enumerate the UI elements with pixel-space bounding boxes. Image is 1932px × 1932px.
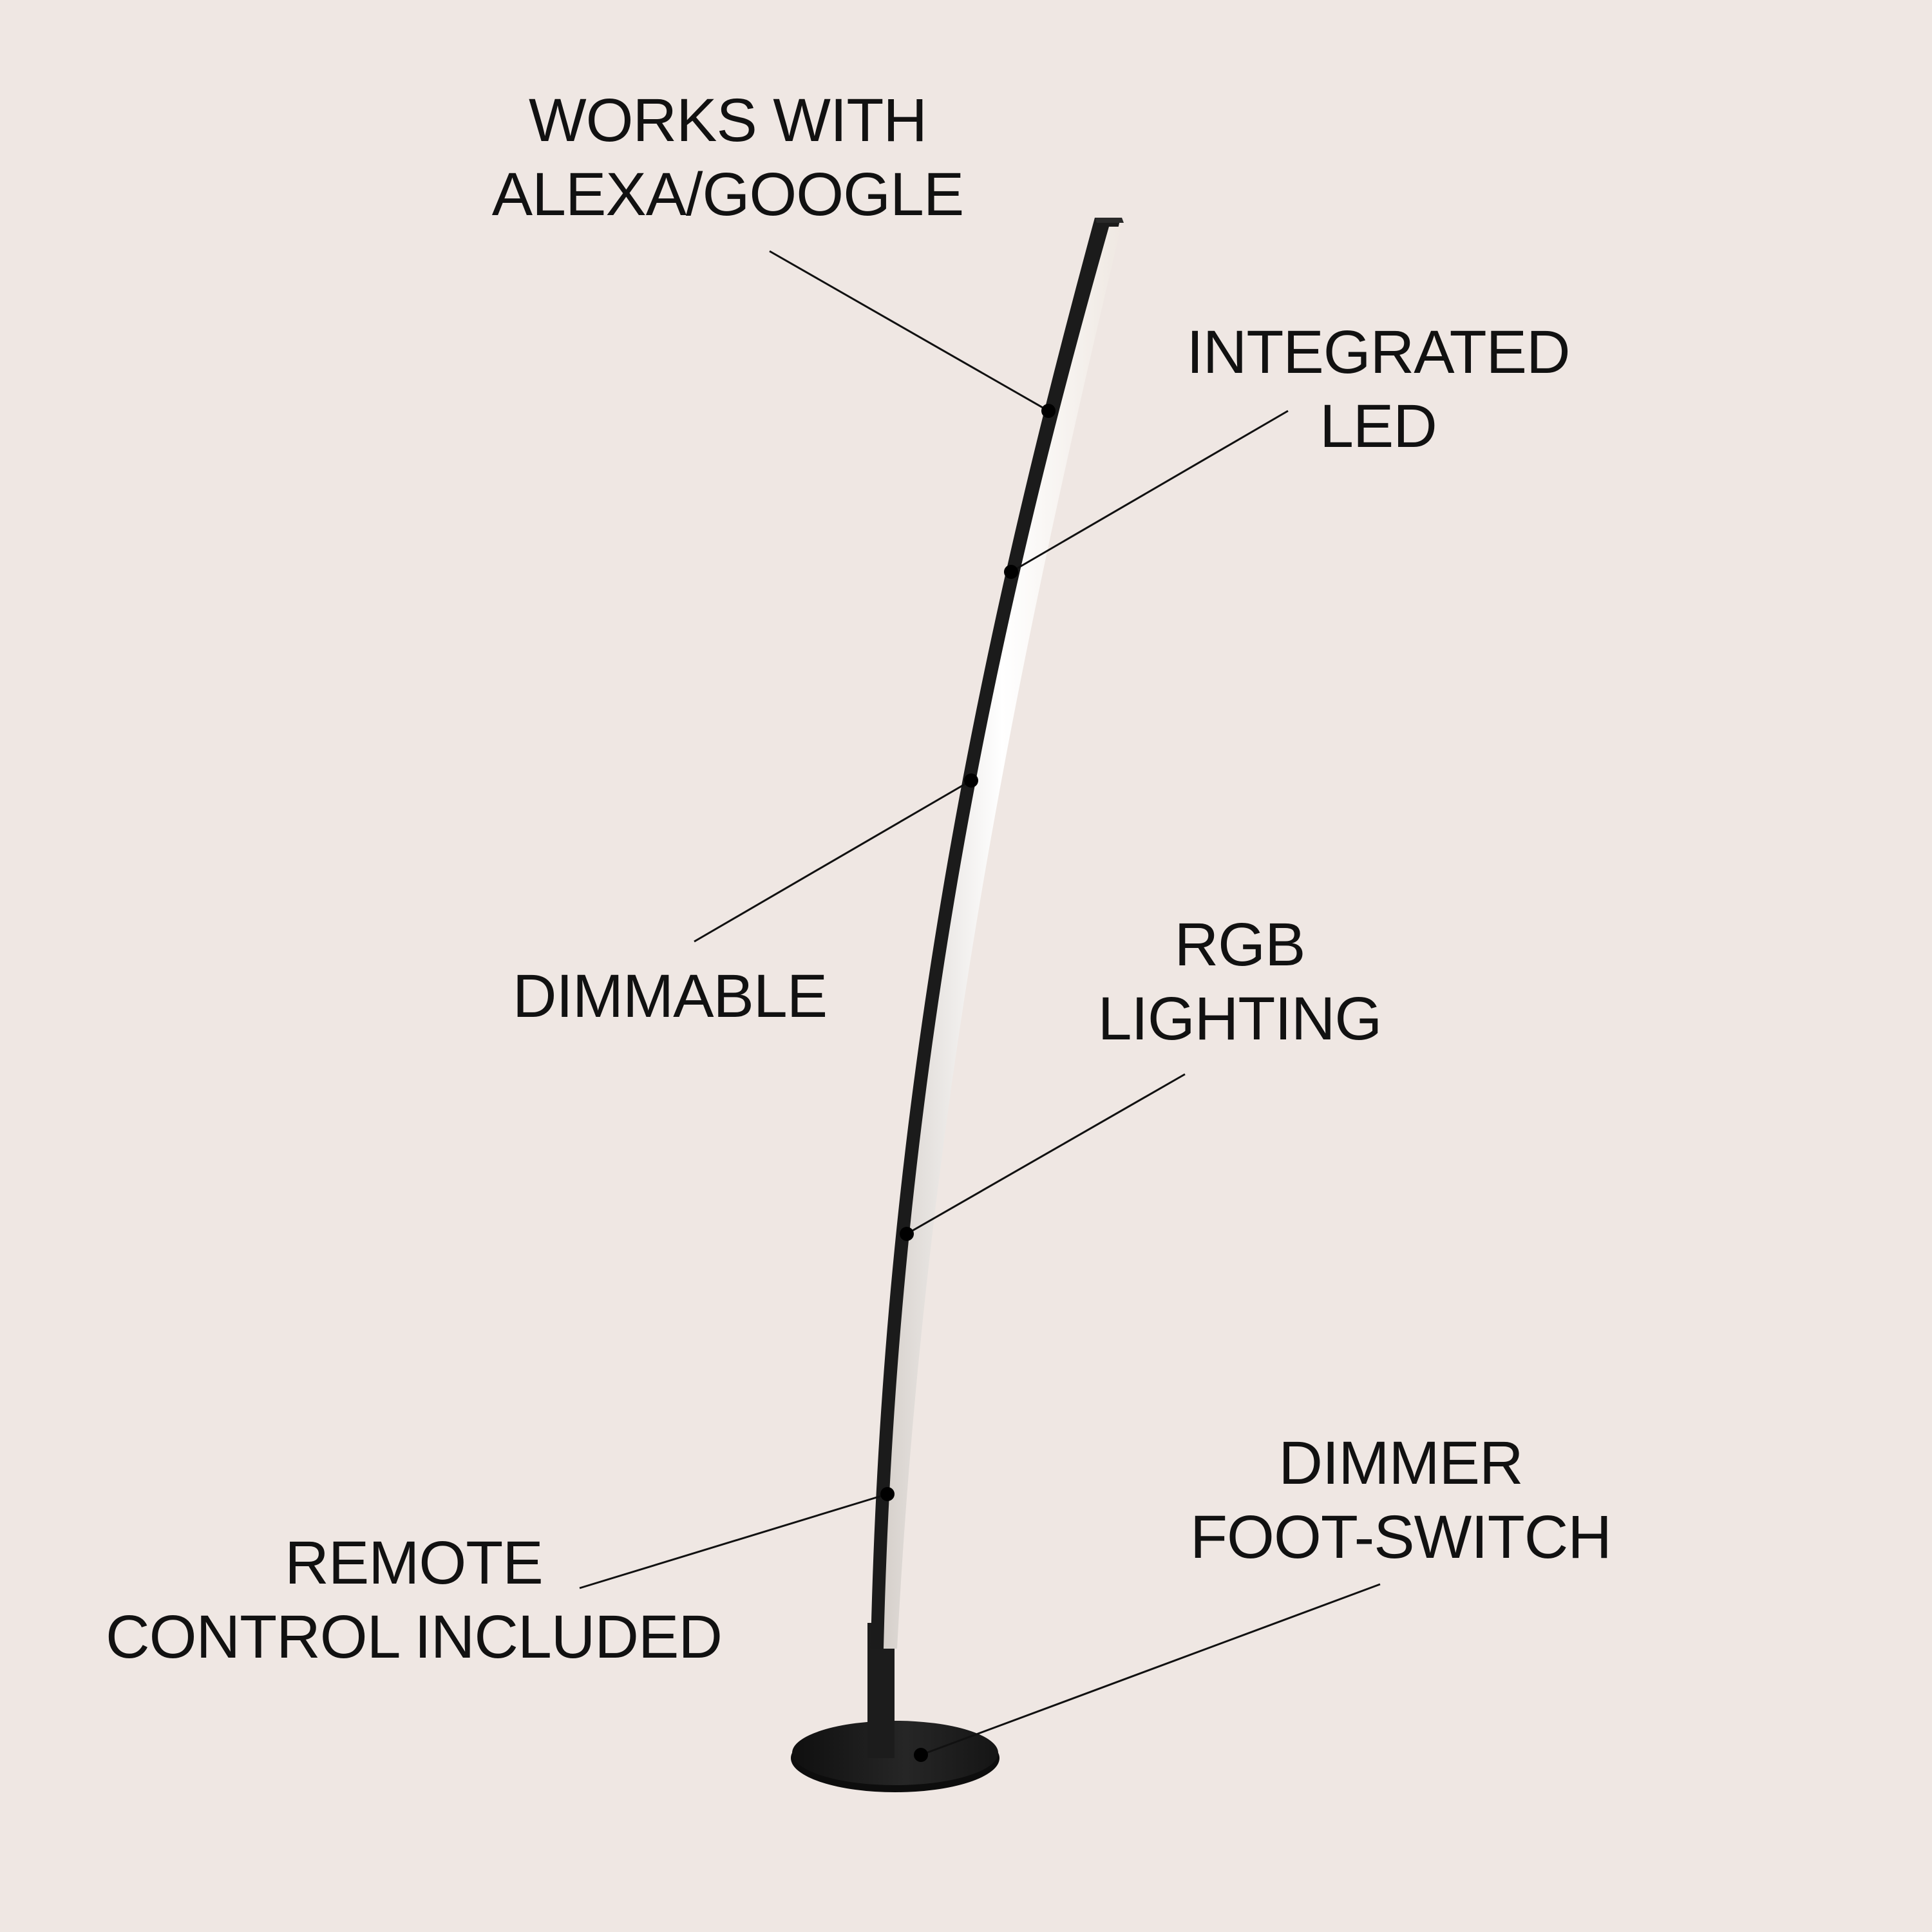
callout-dot-voice — [1041, 404, 1056, 418]
feature-label-integrated-led: INTEGRATED LED — [1185, 316, 1571, 464]
feature-label-led-line2: LED — [1320, 392, 1437, 460]
feature-label-remote-control: REMOTE CONTROL INCLUDED — [97, 1526, 731, 1674]
feature-label-remote-line2: CONTROL INCLUDED — [106, 1603, 723, 1671]
callout-dot-dimmable — [964, 773, 978, 788]
feature-label-rgb-lighting: RGB LIGHTING — [1095, 908, 1385, 1056]
feature-label-dimmable: DIMMABLE — [502, 960, 837, 1034]
leader-line-dimmable — [694, 779, 972, 943]
feature-label-remote-line1: REMOTE — [285, 1529, 543, 1597]
feature-label-dimmer-line1: DIMMER — [1278, 1429, 1523, 1497]
feature-label-voice-line1: WORKS WITH — [529, 86, 927, 155]
lamp-base-top — [792, 1721, 998, 1785]
feature-label-dimmable-line1: DIMMABLE — [512, 962, 828, 1030]
led-strip — [884, 227, 1121, 1649]
lamp-end-cap — [1095, 218, 1124, 223]
feature-label-dimmer-line2: FOOT-SWITCH — [1190, 1503, 1612, 1571]
leader-line-led — [1010, 410, 1289, 573]
feature-label-led-line1: INTEGRATED — [1186, 318, 1570, 386]
callout-dot-led — [1004, 565, 1018, 579]
leader-line-dimmer — [920, 1583, 1381, 1756]
leader-line-remote — [579, 1493, 888, 1589]
callout-dot-rgb — [900, 1227, 914, 1241]
leader-line-rgb — [906, 1073, 1186, 1235]
feature-label-voice-assistant: WORKS WITH ALEXA/GOOGLE — [480, 84, 976, 232]
feature-label-dimmer-foot-switch: DIMMER FOOT-SWITCH — [1185, 1426, 1616, 1575]
callout-dot-remote — [880, 1487, 895, 1501]
feature-label-rgb-line2: LIGHTING — [1097, 985, 1383, 1053]
callout-dot-dimmer — [914, 1748, 928, 1762]
leader-line-voice — [769, 250, 1049, 412]
feature-label-rgb-line1: RGB — [1174, 911, 1306, 979]
feature-label-voice-line2: ALEXA/GOOGLE — [491, 160, 964, 229]
